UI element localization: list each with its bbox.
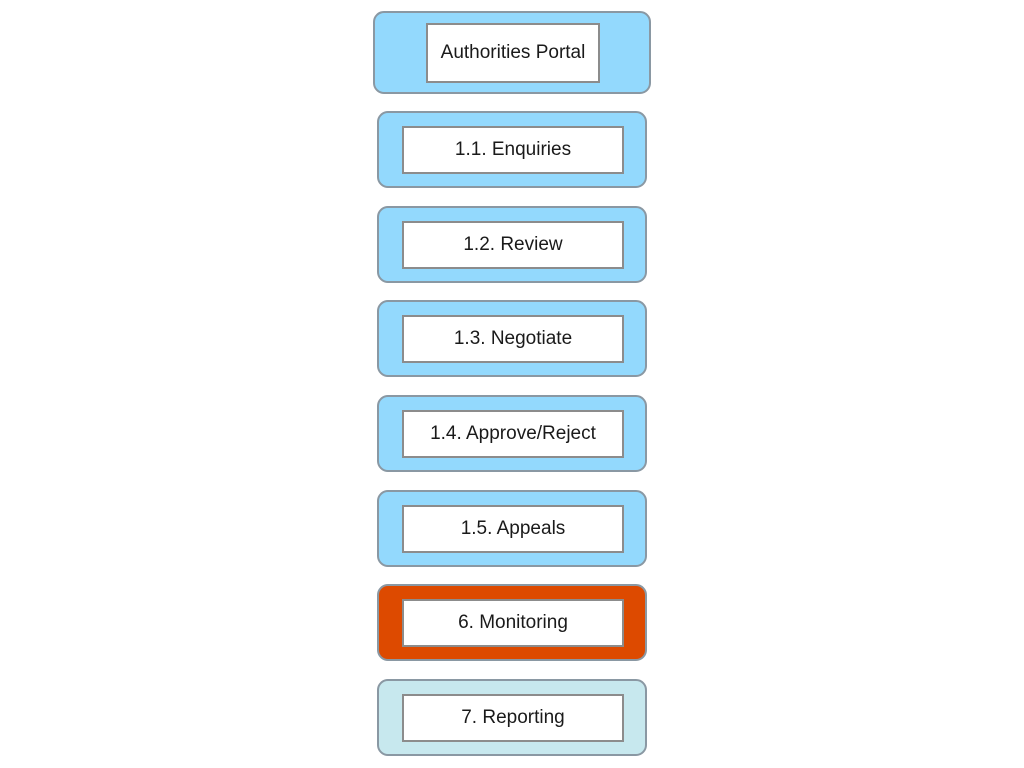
step-negotiate: 1.3. Negotiate [377,300,647,377]
step-reporting: 7. Reporting [377,679,647,756]
step-review-label: 1.2. Review [402,221,624,269]
step-negotiate-label: 1.3. Negotiate [402,315,624,363]
step-monitoring-label: 6. Monitoring [402,599,624,647]
step-review: 1.2. Review [377,206,647,283]
step-enquiries: 1.1. Enquiries [377,111,647,188]
step-approve-reject: 1.4. Approve/Reject [377,395,647,472]
step-monitoring: 6. Monitoring [377,584,647,661]
authorities-portal-label: Authorities Portal [426,23,600,83]
step-appeals: 1.5. Appeals [377,490,647,567]
authorities-portal-box: Authorities Portal [373,11,651,94]
step-enquiries-label: 1.1. Enquiries [402,126,624,174]
step-approve-reject-label: 1.4. Approve/Reject [402,410,624,458]
step-appeals-label: 1.5. Appeals [402,505,624,553]
step-reporting-label: 7. Reporting [402,694,624,742]
